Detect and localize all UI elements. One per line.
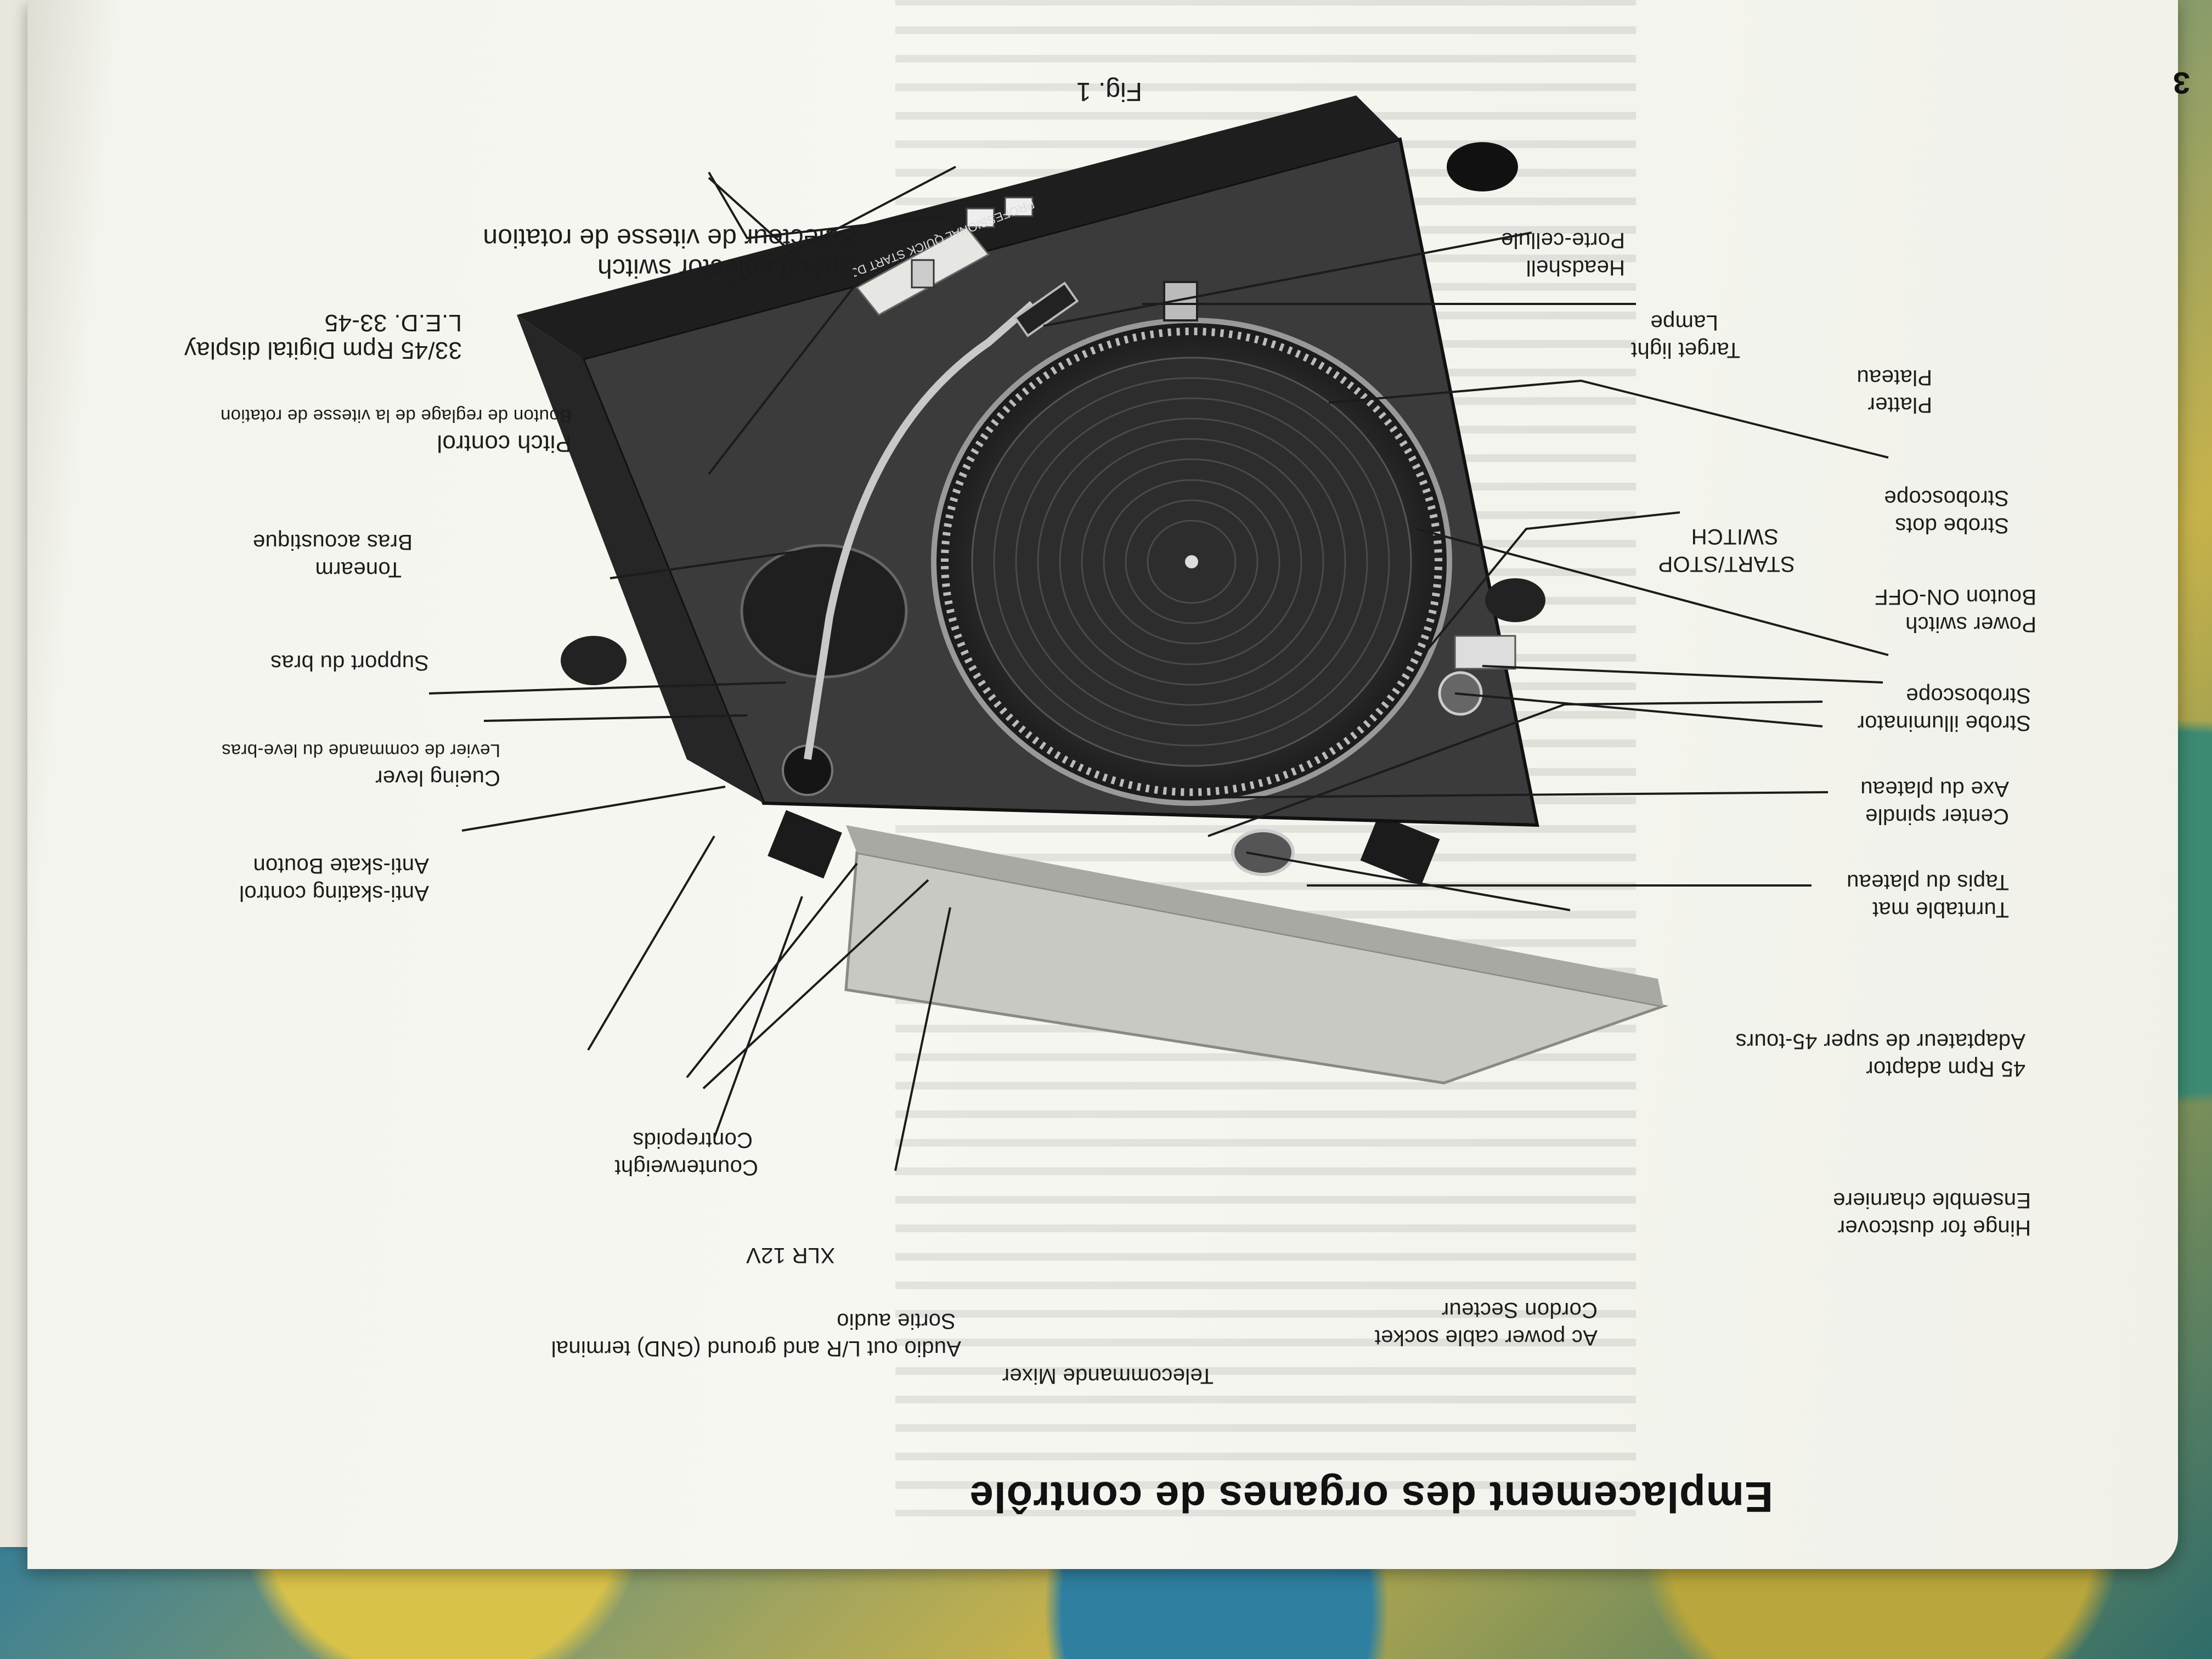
speed-button-33 <box>1004 196 1034 217</box>
label-cueing-lever-fr: Levier de commande du leve-bras <box>221 741 500 761</box>
label-speed-selector-fr: Selecteur de vitesse de rotation <box>483 223 857 252</box>
label-headshell-fr: Porte-cellule <box>1500 228 1625 252</box>
label-audio-out-fr: Sortie audio <box>836 1309 956 1333</box>
turntable-diagram: PROFESSIONAL QUICK START DJ <box>428 95 1889 1171</box>
label-tonearm-fr: Bras acoustique <box>252 530 413 554</box>
strobe-dot-ring <box>941 328 1442 796</box>
label-platter-en: Platter <box>1867 393 1932 417</box>
label-arm-rest-fr: Support du bras <box>270 651 429 675</box>
label-target-light-en: Target light <box>1630 338 1740 362</box>
label-xlr: XLR 12V <box>746 1243 835 1267</box>
headshell <box>1013 281 1079 337</box>
center-spindle <box>1185 555 1198 568</box>
label-digital-display-en: 33/45 Rpm Digital display <box>184 337 462 364</box>
label-counterweight-fr: Contrepoids <box>633 1128 753 1152</box>
label-power-fr: Bouton ON-OFF <box>1874 585 2036 609</box>
label-power-en: Power switch <box>1905 612 2036 636</box>
label-spindle-fr: Axe du plateau <box>1860 777 2009 801</box>
label-strobe-illuminator-en: Strobe illuminator <box>1857 711 2031 735</box>
upside-down-page-content: Emplacement des organes de contrôle 3 Fi… <box>27 0 2212 1659</box>
power-switch-panel <box>1454 635 1516 670</box>
foot-back-left <box>1447 142 1518 191</box>
label-target-light-fr: Lampe <box>1650 311 1718 335</box>
dustcover-shadow <box>846 825 1663 1006</box>
label-ac-socket-fr: Cordon Secteur <box>1441 1298 1598 1322</box>
label-platter-fr: Plateau <box>1857 365 1932 390</box>
foot-back-right <box>561 636 627 685</box>
tonearm <box>804 301 1035 760</box>
label-ac-socket-en: Ac power cable socket <box>1374 1325 1598 1350</box>
label-hinge-en: Hinge for dustcover <box>1837 1216 2031 1240</box>
adaptor-45 <box>1231 829 1295 876</box>
manual-page: Emplacement des organes de contrôle 3 Fi… <box>27 0 2190 1569</box>
label-tonearm-en: Tonearm <box>315 557 402 582</box>
label-strobe-dots-en: Strobe dots <box>1895 514 2009 538</box>
speed-button-45 <box>966 207 995 228</box>
label-strobe-dots-fr: Stroboscope <box>1884 486 2009 510</box>
label-mat-en: Turntable mat <box>1872 898 2009 922</box>
label-start-stop-line1: START/STOP <box>1658 552 1795 576</box>
label-headshell-en: Headshell <box>1526 256 1625 280</box>
label-start-stop-line2: SWITCH <box>1691 524 1779 549</box>
foot-front-left <box>1485 578 1545 622</box>
label-hinge-fr: Ensemble charniere <box>1832 1188 2031 1212</box>
label-counterweight-en: Counterweight <box>614 1155 758 1180</box>
leader-lines <box>428 166 1889 1171</box>
label-audio-out-en: Audio out L/R and ground (GND) terminal <box>551 1336 961 1361</box>
label-antiskate-en: Anti-skating control <box>239 881 429 905</box>
label-antiskate-fr: Anti-skate Bouton <box>253 854 429 878</box>
label-digital-display-fr: L.E.D. 33-45 <box>324 309 462 336</box>
label-cueing-lever-en: Cueing lever <box>375 766 500 790</box>
label-telecommande-mixer: Telecommande Mixer <box>1002 1364 1214 1388</box>
mat-grooves <box>993 377 1390 747</box>
label-adaptor-en: 45 Rpm adaptor <box>1865 1057 2025 1081</box>
label-pitch-control-fr: Bouton de reglage de la vitesse de rotat… <box>220 406 572 426</box>
turntable-body-front <box>517 95 1400 359</box>
hinge-left <box>1360 814 1440 885</box>
label-spindle-en: Center spindle <box>1865 804 2009 828</box>
pitch-fader-knob <box>911 259 935 289</box>
label-pitch-control-en: Pitch control <box>436 430 572 457</box>
label-speed-selector-en: Speed selector switch <box>597 253 857 283</box>
hinge-right <box>768 810 842 879</box>
label-adaptor-fr: Adaptateur de super 45-tours <box>1735 1029 2025 1053</box>
label-mat-fr: Tapis du plateau <box>1846 870 2009 894</box>
turntable-body-side <box>517 315 764 803</box>
label-strobe-illuminator-fr: Stroboscope <box>1906 684 2031 708</box>
